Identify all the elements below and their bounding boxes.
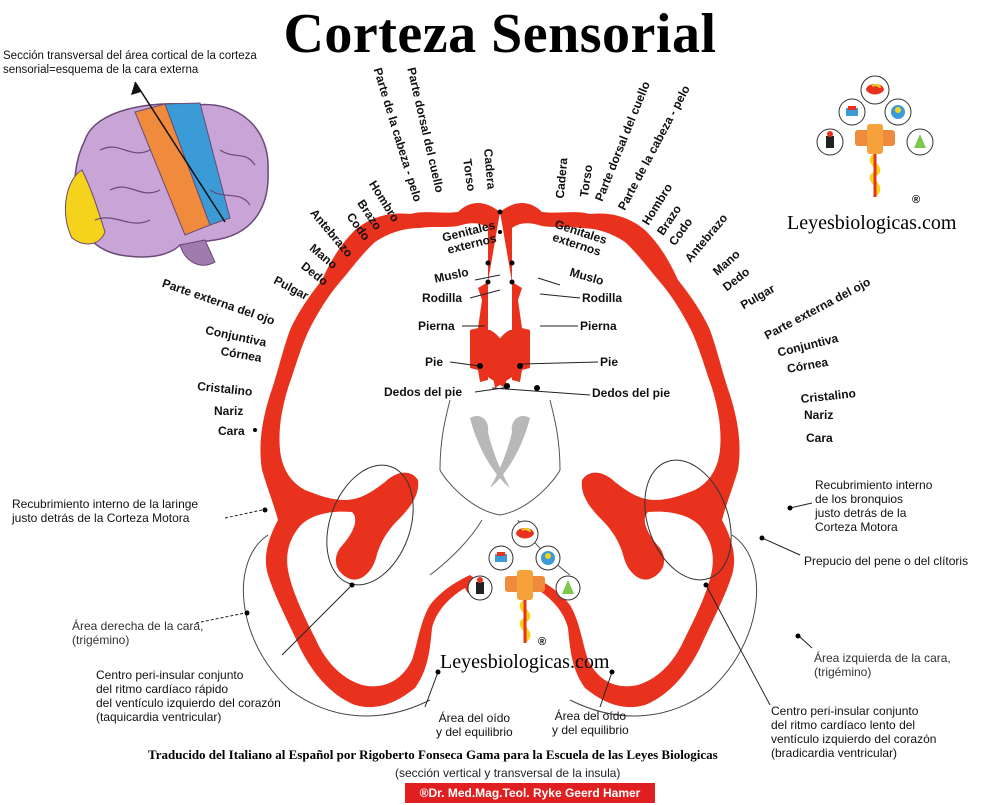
- registered-mark-center: ®: [538, 636, 547, 648]
- label-left-rodilla: Rodilla: [422, 291, 463, 305]
- note-centro-rapido: Centro peri-insular conjunto del ritmo c…: [96, 668, 281, 724]
- label-right-rodilla: Rodilla: [582, 291, 623, 305]
- label-right-dedos-pie: Dedos del pie: [592, 386, 671, 400]
- label-right-cara: Cara: [806, 431, 833, 445]
- logo-center: [467, 520, 581, 643]
- note-centro-lento: Centro peri-insular conjunto del ritmo c…: [771, 704, 937, 760]
- note-bronquios: Recubrimiento interno de los bronquios j…: [815, 478, 933, 534]
- note-laringe: Recubrimiento interno de la laringe just…: [12, 497, 199, 525]
- note-oido-izq: Área del oído y del equilibrio: [436, 711, 513, 739]
- label-left-pierna: Pierna: [418, 319, 455, 333]
- note-area-derecha: Área derecha de la cara, (trigémino): [72, 619, 204, 647]
- label-left-dedos-pie: Dedos del pie: [384, 385, 463, 399]
- label-left-pie: Pie: [425, 355, 444, 369]
- label-right-pie: Pie: [600, 355, 619, 369]
- label-left-nariz: Nariz: [214, 404, 244, 418]
- brain-illustration: [64, 81, 269, 266]
- right-cortex-ribbon: [500, 203, 740, 708]
- brain-caption: Sección transversal del área cortical de…: [3, 50, 257, 76]
- author-badge: ®Dr. Med.Mag.Teol. Ryke Geerd Hamer: [405, 783, 655, 803]
- label-right-pierna: Pierna: [580, 319, 617, 333]
- site-name-center: Leyesbiologicas.com: [440, 651, 610, 673]
- page-title: Corteza Sensorial: [283, 3, 717, 65]
- note-prepucio: Prepucio del pene o del clítoris: [804, 554, 969, 568]
- note-area-izquierda: Área izquierda de la cara, (trigémino): [814, 651, 951, 679]
- label-right-nariz: Nariz: [804, 408, 834, 422]
- note-oido-der: Área del oído y del equilibrio: [552, 709, 629, 737]
- section-subtitle: (sección vertical y transversal de la in…: [395, 766, 621, 780]
- registered-mark-top: ®: [912, 194, 921, 206]
- logo-top-right: [816, 75, 934, 197]
- label-left-cara: Cara: [218, 424, 245, 438]
- site-name-top: Leyesbiologicas.com: [787, 212, 957, 234]
- translation-credit: Traducido del Italiano al Español por Ri…: [148, 747, 718, 762]
